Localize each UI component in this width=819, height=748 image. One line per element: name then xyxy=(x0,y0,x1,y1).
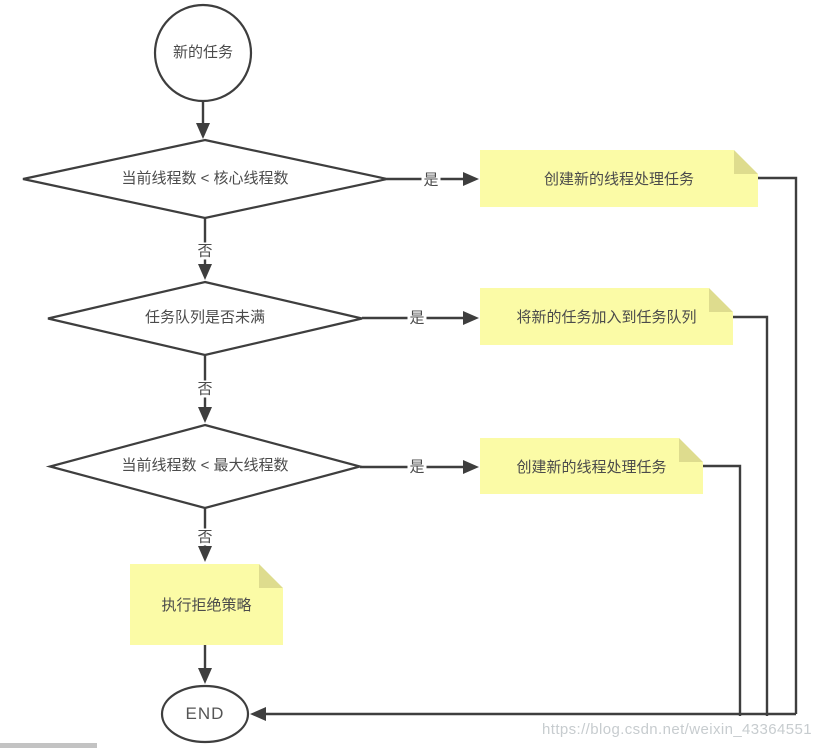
end-ellipse xyxy=(160,684,250,744)
arrowhead-into-note2 xyxy=(463,311,479,325)
arrowhead-into-end-right xyxy=(250,707,266,721)
decision3-no-label: 否 xyxy=(195,528,215,546)
decision3-diamond xyxy=(45,423,365,510)
decision3-yes-label: 是 xyxy=(407,458,427,476)
start-circle xyxy=(153,3,253,103)
decision1-yes-label: 是 xyxy=(421,171,441,189)
arrowhead-into-note1 xyxy=(463,172,479,186)
csdn-watermark: https://blog.csdn.net/weixin_43364551 xyxy=(542,721,812,738)
decision1-no-label: 否 xyxy=(195,242,215,260)
note-label: 执行拒绝策略 xyxy=(161,597,252,614)
arrowhead-into-decision1 xyxy=(196,123,210,139)
note-fold-corner-icon xyxy=(709,288,733,312)
connector-note2-to-end xyxy=(733,315,769,716)
arrowhead-into-decision2 xyxy=(198,264,212,280)
note-label: 创建新的线程处理任务 xyxy=(516,458,667,476)
note-add-to-queue: 将新的任务加入到任务队列 xyxy=(480,288,733,345)
horizontal-scrollbar-fragment[interactable] xyxy=(0,743,97,748)
arrowhead-into-reject-note xyxy=(198,546,212,562)
decision2-yes-label: 是 xyxy=(407,309,427,327)
note-create-thread-max: 创建新的线程处理任务 xyxy=(480,438,703,494)
decision2-diamond xyxy=(47,280,363,357)
decision2-no-label: 否 xyxy=(195,380,215,398)
arrowhead-into-note3 xyxy=(463,460,479,474)
note-label: 创建新的线程处理任务 xyxy=(543,171,694,188)
note-create-thread-core: 创建新的线程处理任务 xyxy=(480,150,758,207)
note-label: 将新的任务加入到任务队列 xyxy=(516,309,697,326)
arrowhead-into-decision3 xyxy=(198,407,212,423)
connector-note1-to-end xyxy=(758,176,798,714)
note-fold-corner-icon xyxy=(734,150,758,174)
decision1-diamond xyxy=(22,138,388,220)
connector-note3-to-end xyxy=(703,464,742,716)
note-fold-corner-icon xyxy=(259,564,283,588)
arrowhead-into-end-top xyxy=(198,668,212,684)
note-reject-policy: 执行拒绝策略 xyxy=(130,564,283,645)
note-fold-corner-icon xyxy=(679,438,703,462)
